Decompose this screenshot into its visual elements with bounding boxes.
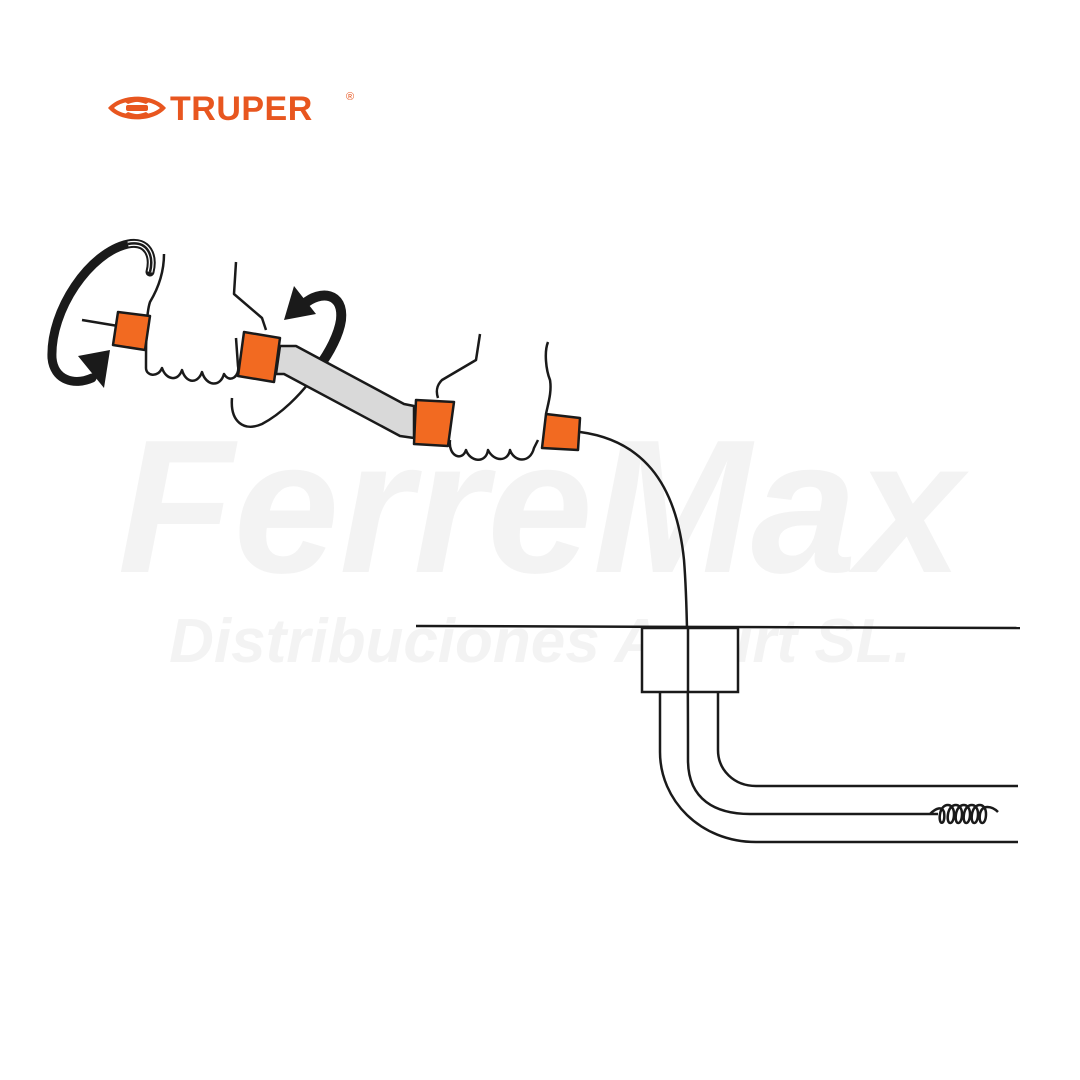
auger-spring-tip <box>929 803 999 825</box>
rear-cable <box>81 318 119 328</box>
brand-name: TRUPER <box>170 90 313 128</box>
truper-emblem-icon <box>108 96 166 120</box>
crank-grip <box>236 330 282 384</box>
drain-flange <box>640 626 740 694</box>
drain-pipe <box>658 692 1018 844</box>
front-grip <box>540 412 582 452</box>
feed-hand <box>435 333 552 461</box>
rear-grip <box>111 310 152 352</box>
rotate-counterclockwise-icon <box>47 238 156 388</box>
feed-grip <box>412 398 456 448</box>
left-hand <box>144 253 240 385</box>
truper-logo: TRUPER ® <box>108 90 354 128</box>
watermark-subtitle: Distribuciones Amurt SL. <box>169 607 911 676</box>
registered-mark: ® <box>346 91 354 103</box>
right-hand <box>232 261 268 331</box>
